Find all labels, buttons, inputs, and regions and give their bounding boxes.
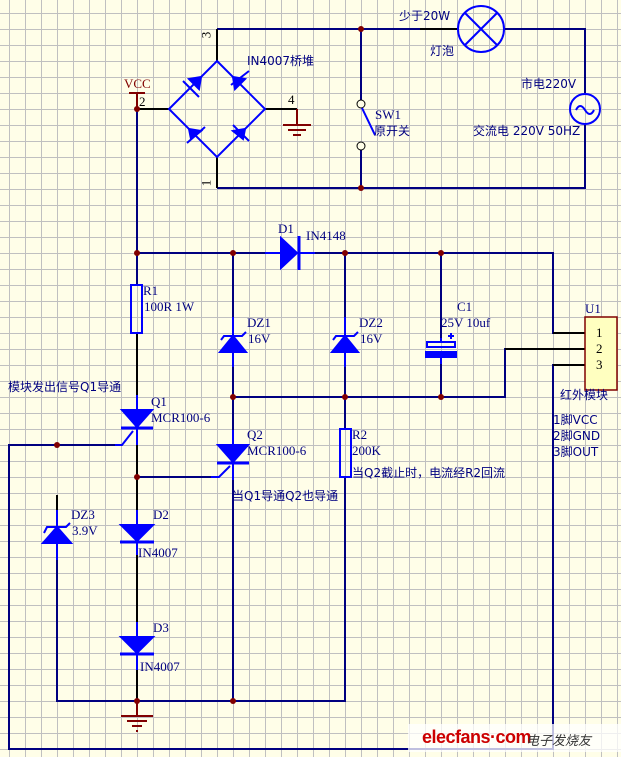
watermark: elecfans·com 电子发烧友 [408, 724, 621, 752]
note-q2: 当Q1导通Q2也导通 [232, 489, 339, 503]
dz1-value-label: 16V [248, 331, 271, 346]
sw1-ref-label: SW1 [375, 107, 401, 122]
bridge-pin4-label: 4 [288, 92, 295, 107]
c1-ref-label: C1 [457, 299, 473, 314]
u1-pin1-label: 1 [596, 325, 603, 340]
dz2-value-label: 16V [360, 331, 383, 346]
u1-pin3-desc: 3脚OUT [553, 445, 599, 459]
bridge-rectifier [167, 59, 267, 159]
lamp-name-label: 灯泡 [430, 44, 455, 58]
dz3-value-label: 3.9V [72, 523, 98, 538]
capacitor-c1 [425, 333, 457, 364]
wire-ground-rail [56, 477, 346, 702]
q2-value-label: MCR100-6 [247, 443, 307, 458]
watermark-brand: elecfans·com [422, 727, 532, 747]
scr-q2 [211, 430, 251, 480]
resistor-r2 [339, 428, 352, 478]
bridge-name-label: IN4007桥堆 [247, 54, 315, 68]
lamp-rating-label: 少于20W [399, 9, 451, 23]
bridge-pin2-label: 2 [139, 94, 146, 109]
d2-value-label: IN4007 [138, 545, 178, 560]
wire-lamp-to-mains [505, 28, 586, 93]
wire-u1-out-loop [8, 364, 585, 750]
sw1-name-label: 原开关 [374, 124, 411, 138]
mains-name-label: 市电220V [521, 77, 577, 91]
r2-value-label: 200K [352, 443, 381, 458]
note-r2: 当Q2截止时，电流经R2回流 [352, 466, 506, 480]
bridge-pin1-label: 1 [198, 179, 214, 187]
d1-ref-label: D1 [278, 221, 294, 236]
u1-name-label: 红外模块 [560, 388, 609, 402]
bridge-diode-3 [187, 127, 204, 141]
diode-d1 [265, 235, 315, 271]
zener-dz3 [40, 510, 74, 560]
ground-main [121, 701, 153, 732]
note-q1: 模块发出信号Q1导通 [8, 380, 122, 394]
c1-value-label: 25V 10uf [441, 315, 491, 330]
u1-pin2-label: 2 [596, 341, 603, 356]
r1-value-label: 100R 1W [144, 299, 195, 314]
wire-mains-to-bottom [217, 125, 586, 189]
r1-ref-label: R1 [143, 283, 159, 298]
r2-ref-label: R2 [352, 427, 368, 442]
u1-ref-label: U1 [585, 301, 601, 316]
u1-pin1-desc: 1脚VCC [553, 413, 598, 427]
q1-ref-label: Q1 [151, 394, 167, 409]
zener-dz1 [217, 317, 249, 367]
q1-value-label: MCR100-6 [151, 410, 211, 425]
switch-sw1[interactable] [356, 99, 376, 151]
lamp [457, 5, 505, 53]
zener-dz2 [329, 317, 361, 367]
bridge-diode-1 [186, 75, 203, 92]
bridge-pin3-label: 3 [198, 31, 214, 39]
dz3-ref-label: DZ3 [71, 507, 95, 522]
dz2-ref-label: DZ2 [359, 315, 383, 330]
q2-ref-label: Q2 [247, 427, 263, 442]
resistor-r1 [130, 284, 143, 334]
wire-middle-rail [233, 348, 585, 398]
diode-d3 [118, 622, 156, 670]
ac-source [569, 93, 601, 125]
watermark-cn: 电子发烧友 [526, 734, 592, 749]
d3-value-label: IN4007 [140, 659, 180, 674]
vcc-label: VCC [124, 76, 151, 91]
d3-ref-label: D3 [153, 620, 169, 635]
u1-pin3-label: 3 [596, 357, 603, 372]
d1-value-label: IN4148 [306, 228, 346, 243]
diode-d2 [118, 510, 156, 555]
u1-pin2-desc: 2脚GND [553, 429, 601, 443]
d2-ref-label: D2 [153, 507, 169, 522]
mains-desc-label: 交流电 220V 50HZ [473, 124, 581, 138]
dz1-ref-label: DZ1 [247, 315, 271, 330]
ground-bridge [283, 109, 311, 136]
ir-module-u1 [584, 316, 618, 391]
junctions [54, 26, 444, 704]
scr-q1 [115, 395, 155, 446]
